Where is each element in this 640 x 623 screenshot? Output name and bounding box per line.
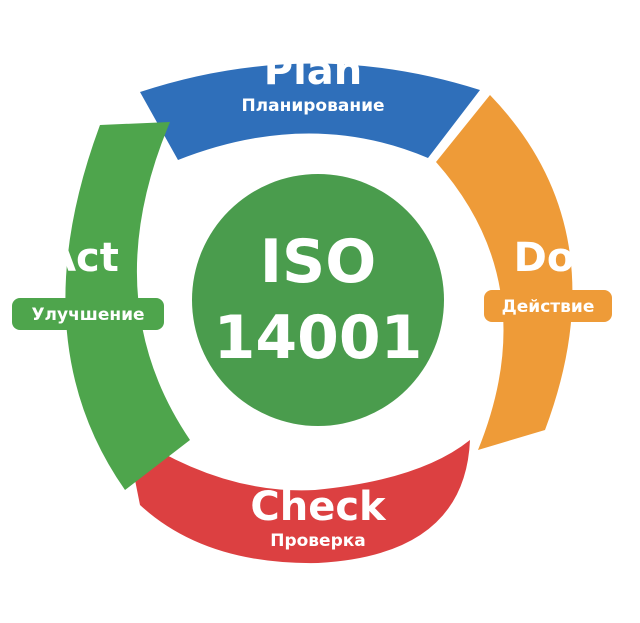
center-circle (192, 174, 444, 426)
check-arrow (125, 430, 470, 564)
check-title: Check (250, 484, 387, 530)
plan-subtitle: Планирование (241, 96, 384, 116)
do-title: Do (514, 235, 575, 281)
center-line2: 14001 (214, 303, 423, 373)
center-line1: ISO (260, 227, 377, 297)
plan-arrow (140, 63, 480, 161)
do-subtitle: Действие (502, 297, 595, 317)
act-subtitle-pill (12, 298, 164, 330)
plan-title: Plan (264, 48, 363, 94)
act-title: Act (45, 235, 119, 281)
do-arrow (436, 95, 573, 450)
check-subtitle: Проверка (270, 531, 366, 551)
do-subtitle-pill (484, 290, 612, 322)
act-subtitle: Улучшение (31, 305, 144, 325)
